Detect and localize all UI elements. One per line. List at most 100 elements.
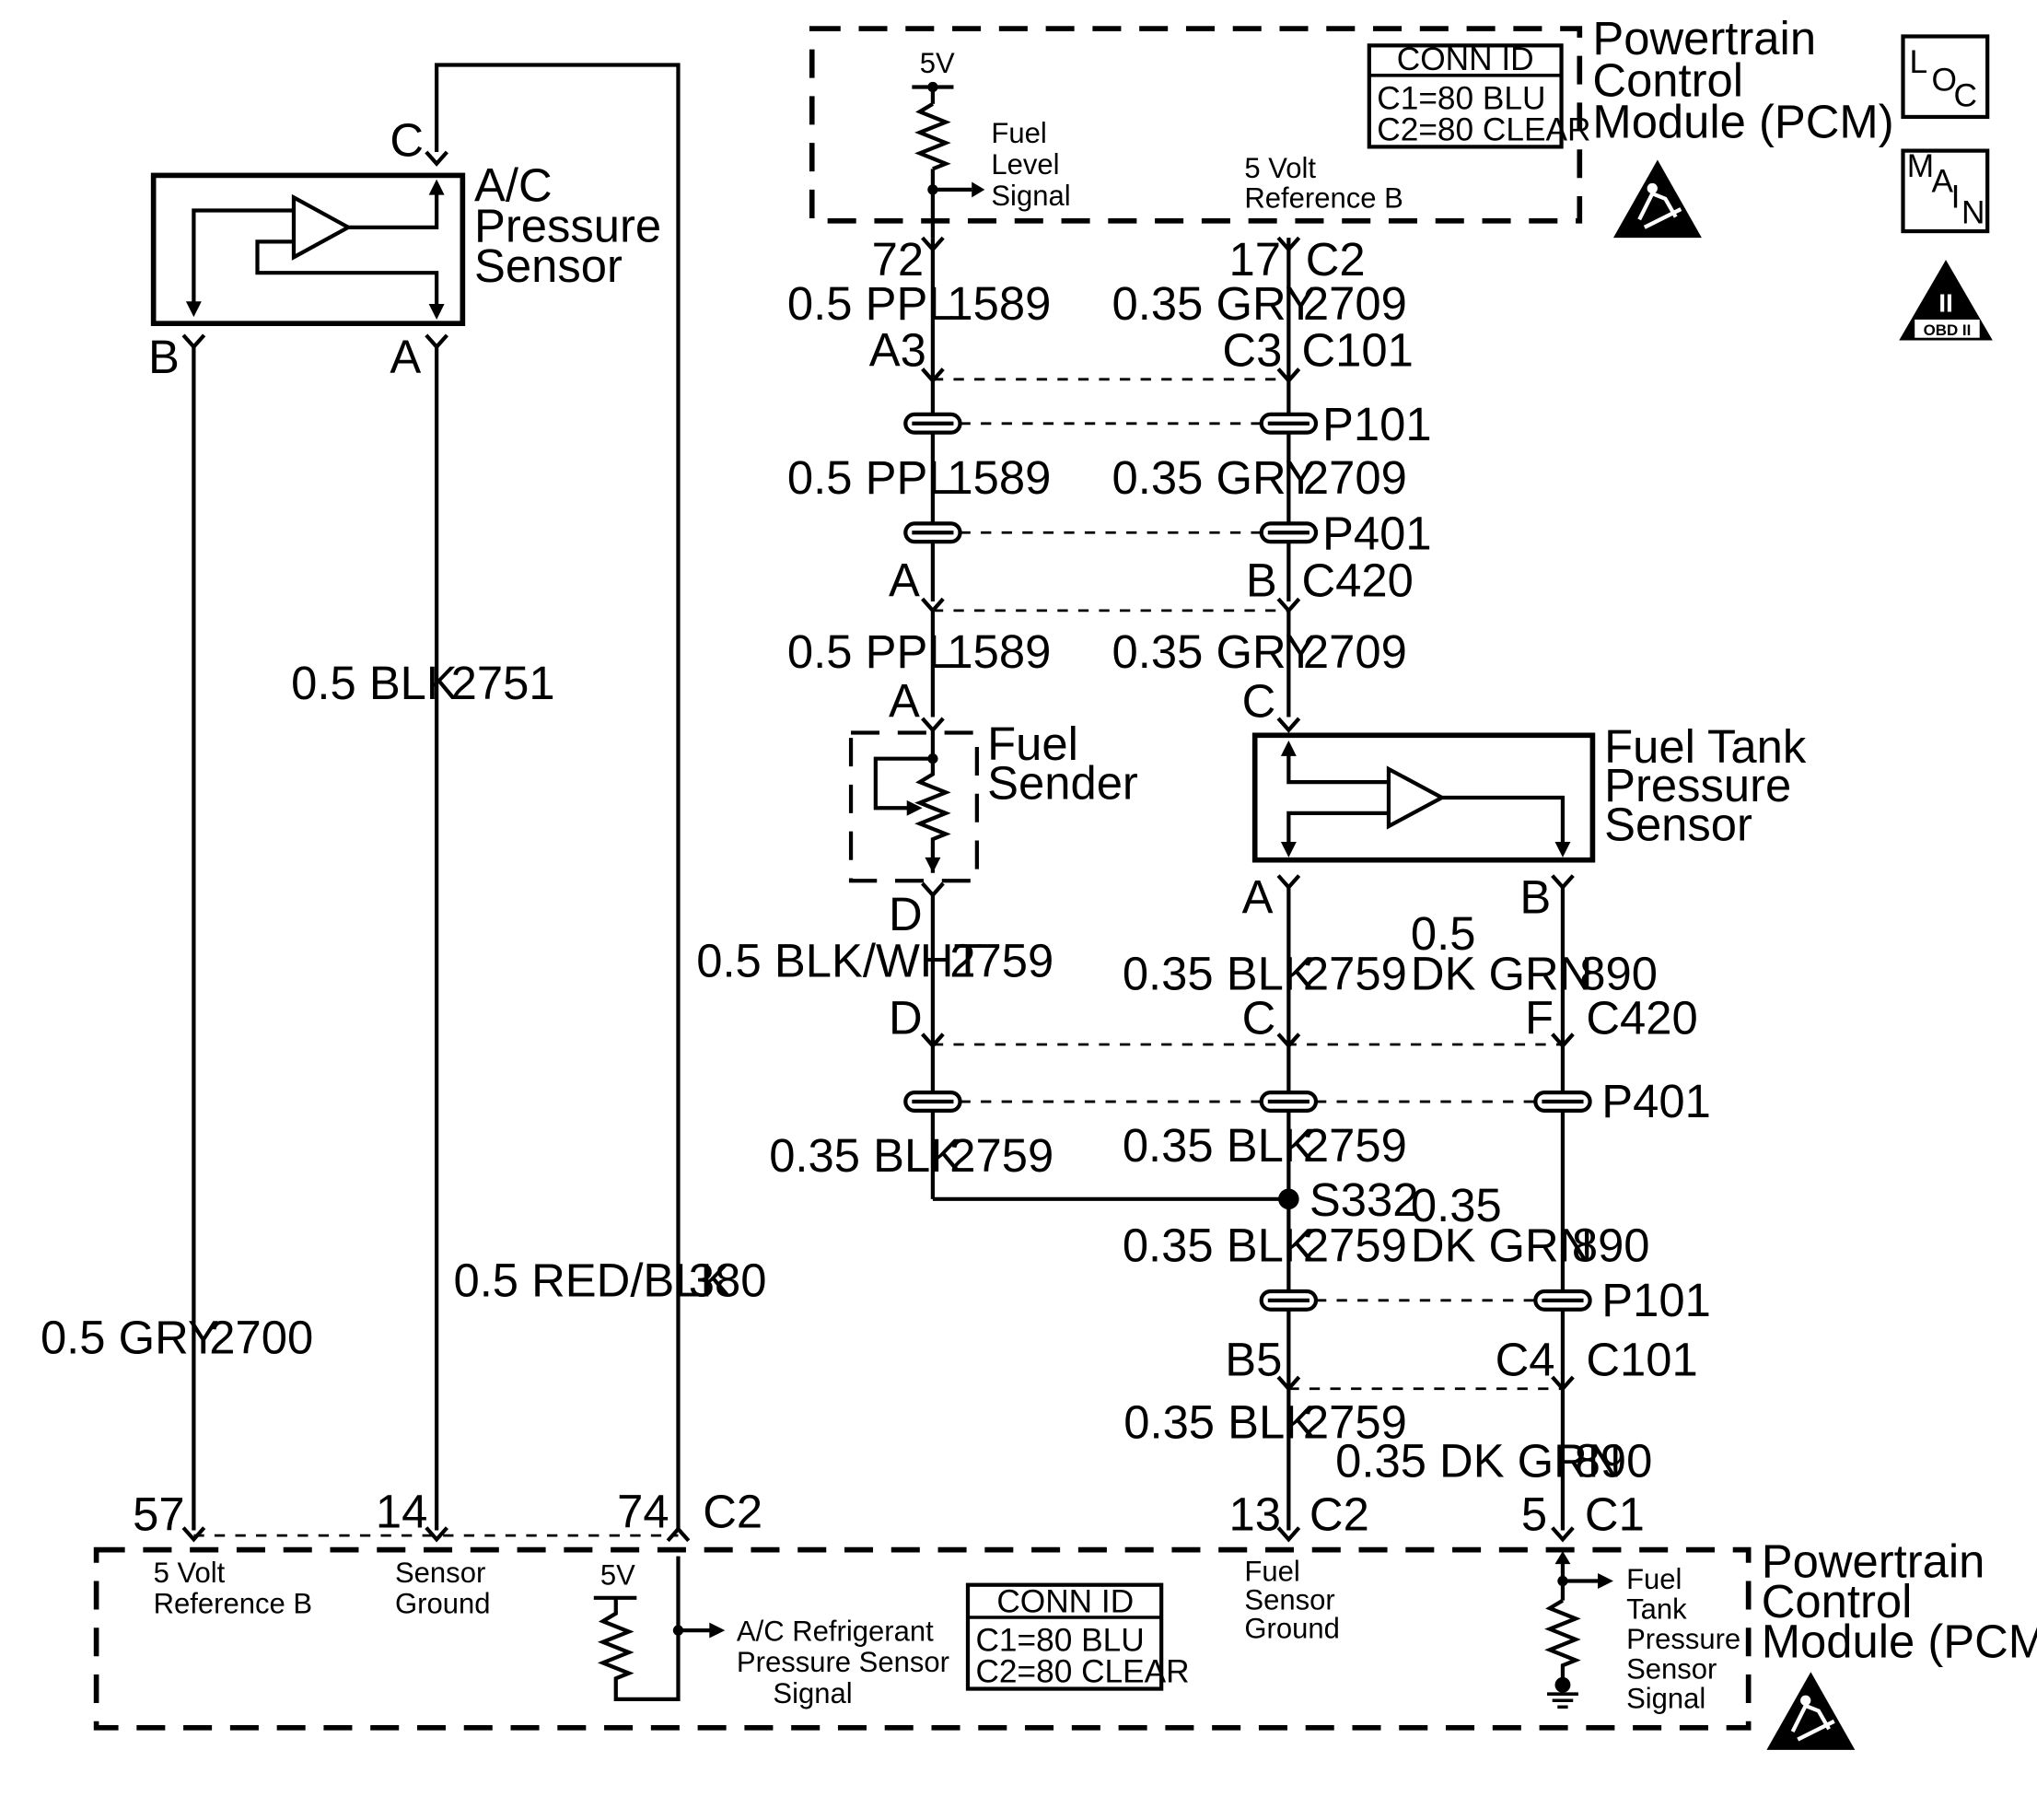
fuel-sensor-ground-1: Fuel bbox=[1244, 1555, 1299, 1587]
splice-icon bbox=[1262, 1092, 1316, 1111]
splice-icon bbox=[905, 523, 960, 542]
pcm-top-title-1: Powertrain bbox=[1592, 12, 1816, 64]
fuel-level-3: Signal bbox=[991, 180, 1070, 212]
ftp-pin-b: B bbox=[1519, 871, 1551, 924]
wire-2709-color-1: 0.35 GRY bbox=[1112, 277, 1317, 330]
pcm-bottom-title-2: Control bbox=[1762, 1575, 1913, 1628]
ftp-title-1: Fuel Tank bbox=[1604, 720, 1807, 773]
svg-text:C: C bbox=[1954, 78, 1977, 114]
ac-pin-c: C bbox=[390, 113, 424, 166]
wire-2709-color-2: 0.35 GRY bbox=[1112, 451, 1317, 504]
wire-2751-color: 0.5 BLK bbox=[291, 657, 458, 709]
esd-warning-icon bbox=[1613, 159, 1702, 238]
wire-890-color-2: DK GRN bbox=[1411, 1219, 1592, 1272]
pin-f-c420: F bbox=[1525, 992, 1554, 1044]
obd-ii-icon: II OBD II bbox=[1899, 260, 1993, 341]
wire-2709-color-3: 0.35 GRY bbox=[1112, 625, 1317, 678]
wire-2709-circuit-3: 2709 bbox=[1303, 625, 1407, 678]
fuel-level-1: Fuel bbox=[991, 117, 1046, 149]
wire-890-color: DK GRN bbox=[1411, 948, 1592, 1000]
svg-text:I: I bbox=[1951, 180, 1961, 216]
lower-wire-harness: 0.5 BLK/WHT 2759 0.35 BLK 2759 0.5 DK GR… bbox=[696, 887, 1711, 1531]
conn-p101-lower: P101 bbox=[1601, 1274, 1711, 1326]
splice-s332: S332 bbox=[1310, 1173, 1419, 1226]
pin-d-c420: D bbox=[889, 992, 923, 1044]
pcm-bottom-outline bbox=[93, 1546, 1752, 1731]
resistor-icon bbox=[914, 102, 951, 171]
pin-c-sensor: C bbox=[1242, 675, 1276, 728]
main-icon: M A I N bbox=[1901, 148, 1990, 234]
pin-a-sender: A bbox=[889, 675, 920, 728]
conn-c101-upper: C101 bbox=[1301, 324, 1413, 377]
wire-380 bbox=[435, 63, 681, 1531]
conn-id-box-bottom: CONN ID C1=80 BLU C2=80 CLEAR bbox=[965, 1582, 1190, 1691]
svg-text:L: L bbox=[1910, 44, 1928, 80]
wire-2709-circuit-1: 2709 bbox=[1303, 277, 1407, 330]
bottom-ref-b-1: 5 Volt bbox=[154, 1557, 226, 1589]
ac-title-3: Sensor bbox=[474, 239, 623, 292]
fuel-sender-title-2: Sender bbox=[987, 756, 1138, 809]
conn-p401-upper: P401 bbox=[1322, 508, 1432, 560]
wire-890-size: 0.5 bbox=[1411, 907, 1476, 960]
wire-1589-color-1: 0.5 PPL bbox=[787, 277, 954, 330]
pin-b5: B5 bbox=[1225, 1334, 1282, 1386]
conn-id-box-top: CONN ID C1=80 BLU C2=80 CLEAR bbox=[1367, 41, 1590, 149]
wire-890-circuit-3: 890 bbox=[1575, 1435, 1653, 1488]
pcm-top-5v-label: 5V bbox=[920, 47, 955, 79]
pcm-top-outline bbox=[809, 26, 1583, 224]
ftp-signal-2: Tank bbox=[1626, 1592, 1687, 1625]
bottom-conn-id-title: CONN ID bbox=[996, 1583, 1134, 1619]
ref-b-2: Reference B bbox=[1244, 182, 1403, 215]
wire-890-size-2: 0.35 bbox=[1411, 1179, 1502, 1231]
svg-text:M: M bbox=[1907, 148, 1934, 184]
conn-p401-lower: P401 bbox=[1601, 1075, 1711, 1127]
pin-14: 14 bbox=[376, 1486, 427, 1538]
conn-c1-bottom: C1 bbox=[1585, 1488, 1645, 1540]
signal-arrow-icon bbox=[709, 1622, 726, 1639]
ac-title-1: A/C bbox=[474, 159, 553, 212]
wire-2709-circuit-2: 2709 bbox=[1303, 451, 1407, 504]
wire-1589-color-2: 0.5 PPL bbox=[787, 451, 954, 504]
ac-pin-a: A bbox=[390, 331, 421, 383]
wire-2759-color-4: 0.35 BLK bbox=[1123, 1119, 1315, 1172]
pin-5: 5 bbox=[1521, 1488, 1547, 1540]
ac-signal-1: A/C Refrigerant bbox=[737, 1615, 934, 1647]
bottom-conn-id-c2: C2=80 CLEAR bbox=[975, 1653, 1189, 1689]
pcm-top-title-2: Control bbox=[1592, 53, 1743, 106]
pin-a-c420: A bbox=[889, 554, 920, 606]
pin-a3: A3 bbox=[869, 324, 926, 377]
wire-890-circuit: 890 bbox=[1579, 948, 1658, 1000]
pcm-bottom-pulldown: Fuel Tank Pressure Sensor Signal bbox=[1544, 1551, 1740, 1715]
signal-arrow-icon bbox=[1598, 1573, 1613, 1589]
wire-2700-circuit: 2700 bbox=[209, 1312, 313, 1364]
splice-icon bbox=[1535, 1092, 1589, 1111]
pin-13: 13 bbox=[1228, 1488, 1280, 1540]
wire-2759-color-5: 0.35 BLK bbox=[1123, 1219, 1315, 1272]
amplifier-icon bbox=[291, 193, 353, 261]
wire-2759-color-3: 0.35 BLK bbox=[769, 1129, 961, 1182]
wire-1589-circuit-3: 1589 bbox=[947, 625, 1051, 678]
wire-2759-circuit-5: 2759 bbox=[1303, 1219, 1407, 1272]
ftp-signal-5: Signal bbox=[1626, 1683, 1705, 1715]
fuel-sender-pin-d: D bbox=[889, 888, 923, 940]
signal-arrow-icon bbox=[972, 181, 985, 198]
conn-c420-upper: C420 bbox=[1301, 554, 1413, 606]
svg-text:II: II bbox=[1938, 288, 1953, 318]
bottom-ref-b-2: Reference B bbox=[154, 1588, 312, 1620]
splice-icon bbox=[905, 1092, 960, 1111]
pcm-bottom-module: 57 14 74 C2 13 C2 5 C1 5 Volt Reference … bbox=[93, 1486, 2037, 1750]
variable-resistor-icon bbox=[914, 758, 951, 873]
wire-2759-color-6: 0.35 BLK bbox=[1123, 1395, 1316, 1448]
conn-id-c2: C2=80 CLEAR bbox=[1377, 111, 1590, 147]
ftp-signal-1: Fuel bbox=[1626, 1563, 1682, 1595]
svg-text:O: O bbox=[1932, 63, 1957, 99]
bottom-sensor-ground-2: Ground bbox=[395, 1588, 490, 1620]
pin-c4: C4 bbox=[1496, 1334, 1555, 1386]
pcm-top-module: Powertrain Control Module (PCM) CONN ID … bbox=[809, 12, 1894, 286]
splice-icon bbox=[1262, 1291, 1316, 1310]
splice-icon bbox=[1262, 523, 1316, 542]
splice-icon bbox=[905, 414, 960, 433]
ac-signal-2: Pressure Sensor bbox=[737, 1646, 949, 1678]
wire-2759-circuit-2: 2759 bbox=[1303, 948, 1407, 1000]
conn-c101-lower: C101 bbox=[1586, 1334, 1697, 1386]
